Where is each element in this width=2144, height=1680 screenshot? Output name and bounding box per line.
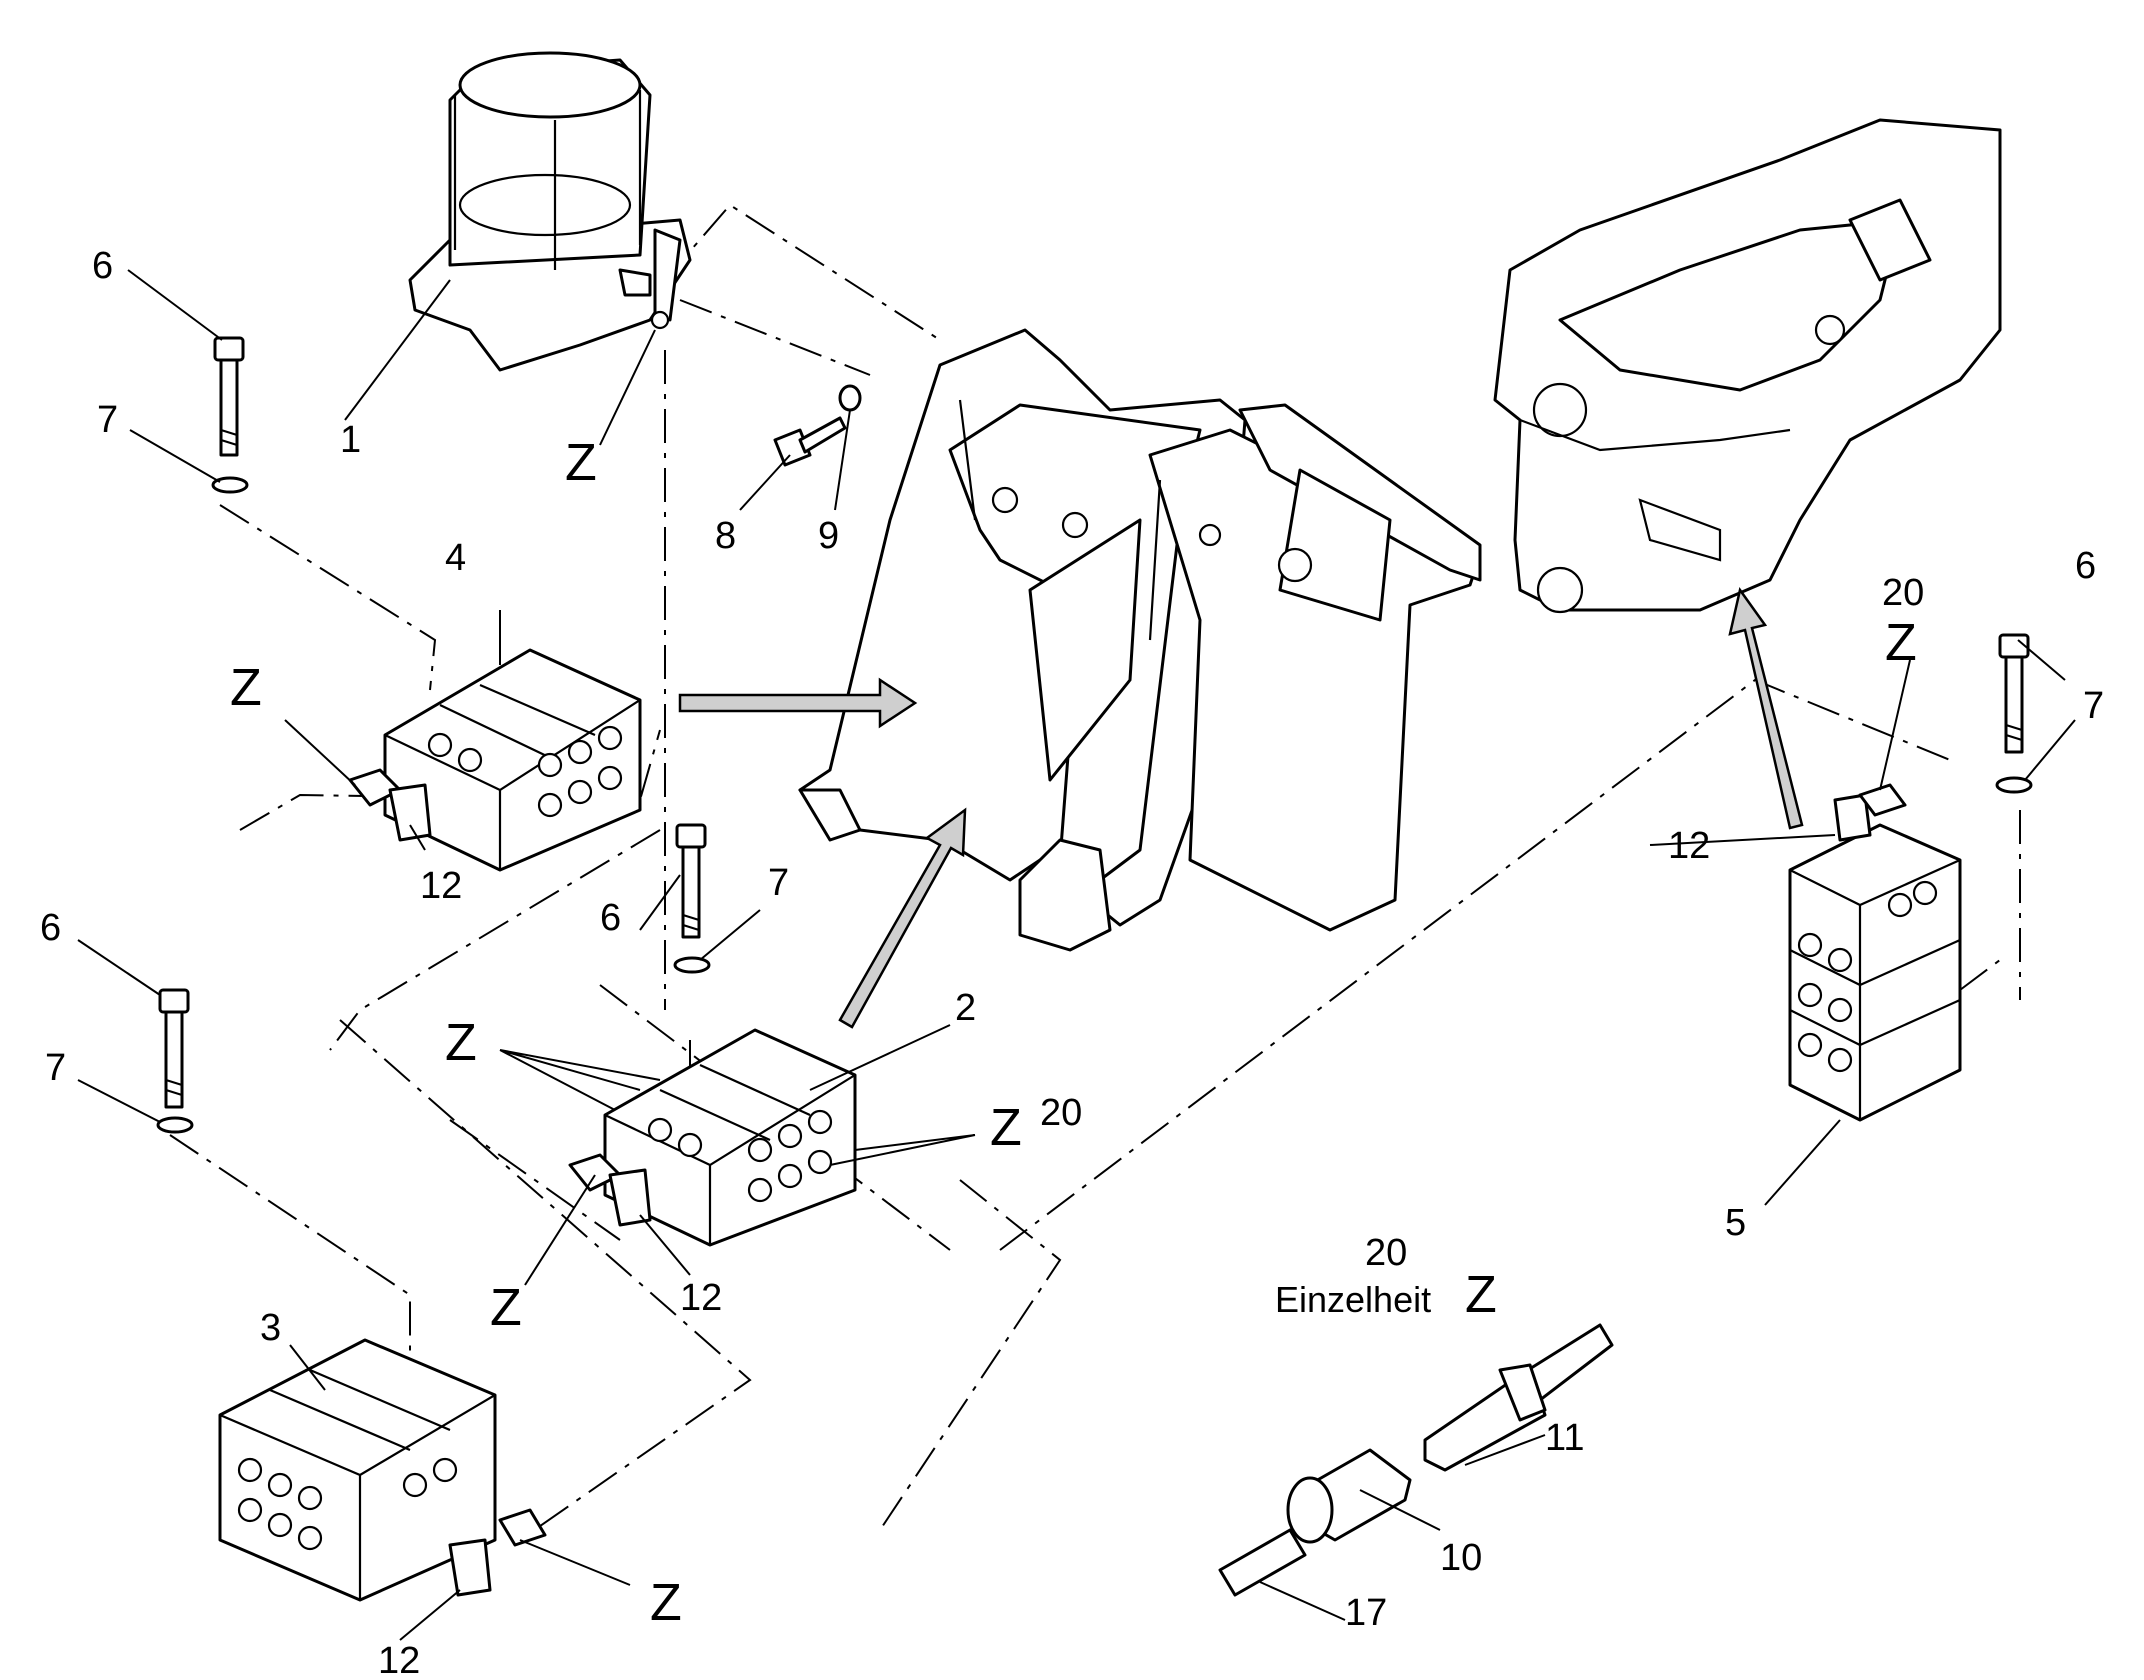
callout-7a: 7 <box>97 399 118 441</box>
distributor-block-4 <box>348 648 642 872</box>
callout-3: 3 <box>260 1307 281 1349</box>
callout-8: 8 <box>715 515 736 557</box>
callout-17: 17 <box>1345 1592 1387 1634</box>
z-marker-block-2-bottom: Z <box>490 1279 522 1337</box>
callout-10: 10 <box>1440 1537 1482 1579</box>
bolt-4 <box>1995 633 2033 794</box>
bolt-2 <box>673 823 711 974</box>
z-marker-block-4: Z <box>230 659 262 717</box>
callout-6d: 6 <box>2075 545 2096 587</box>
callout-5: 5 <box>1725 1202 1746 1244</box>
bolts-and-washers <box>156 336 2033 1134</box>
callout-1: 1 <box>340 419 361 461</box>
z-marker-block-5: Z <box>1885 614 1917 672</box>
distributor-block-3 <box>218 1338 547 1602</box>
callout-11: 11 <box>1545 1417 1584 1459</box>
callout-12c: 12 <box>378 1640 420 1680</box>
bolt-1 <box>211 336 249 494</box>
callout-9: 9 <box>818 515 839 557</box>
callout-6b: 6 <box>600 897 621 939</box>
z-marker-block-2-side: Z <box>990 1099 1022 1157</box>
detail-z-parts <box>1218 1323 1614 1597</box>
leader-lines <box>77 269 2076 1641</box>
callout-2: 2 <box>955 987 976 1029</box>
detail-marker: Z <box>1465 1266 1497 1324</box>
reservoir-pump <box>408 51 692 372</box>
callout-12a: 12 <box>420 865 462 907</box>
callout-7d: 7 <box>2083 685 2104 727</box>
detail-title: Einzelheit <box>1275 1279 1431 1320</box>
distributor-block-2 <box>568 1028 857 1247</box>
callout-12b: 12 <box>680 1277 722 1319</box>
callout-labels: 1 2 3 4 5 6 6 6 6 7 7 7 7 8 9 10 11 12 1… <box>40 245 2104 1680</box>
callout-7c: 7 <box>45 1047 66 1089</box>
callout-20b: 20 <box>1882 572 1924 614</box>
washer-9 <box>838 384 862 412</box>
z-marker-block-3: Z <box>650 1574 682 1632</box>
distributor-block-5 <box>1788 783 1962 1122</box>
callout-12d: 12 <box>1668 825 1710 867</box>
direction-arrows <box>678 587 1804 1029</box>
callout-6c: 6 <box>40 907 61 949</box>
bolt-3 <box>156 988 194 1134</box>
callout-6a: 6 <box>92 245 113 287</box>
z-marker-pump: Z <box>565 434 597 492</box>
callout-20a: 20 <box>1040 1092 1082 1134</box>
callout-20c: 20 <box>1365 1232 1407 1274</box>
callout-7b: 7 <box>768 862 789 904</box>
upper-right-frame <box>1493 118 2002 614</box>
center-frame <box>798 328 1482 952</box>
screw-8 <box>773 416 847 467</box>
z-marker-block-2-top: Z <box>445 1014 477 1072</box>
callout-4: 4 <box>445 537 466 579</box>
